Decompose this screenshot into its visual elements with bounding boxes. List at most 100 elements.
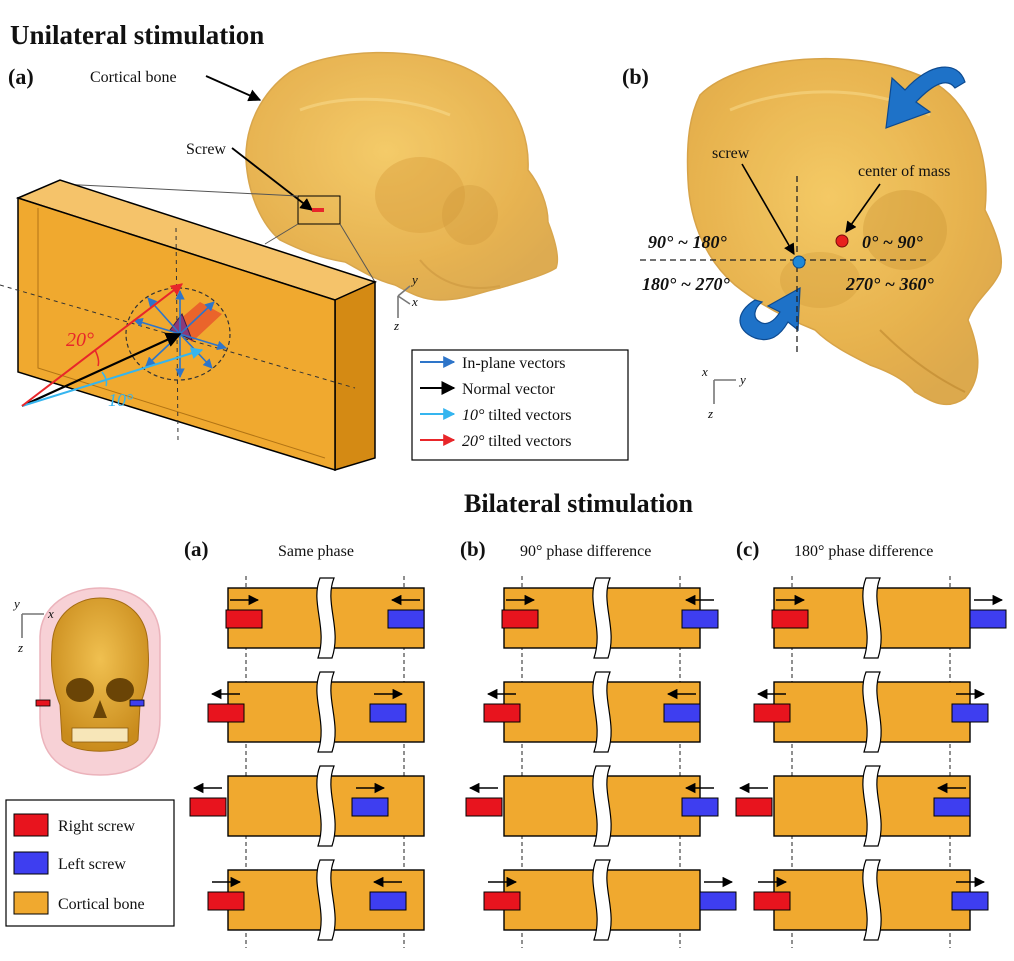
quadrant-180-270: 180° ~ 270° — [642, 274, 730, 294]
phase-cell — [771, 577, 1007, 659]
vector-legend-item: 10° tilted vectors — [420, 407, 572, 424]
screw-label-b: screw — [712, 145, 750, 162]
cortical-bone-pointer — [205, 75, 262, 102]
phase-cell — [501, 577, 719, 659]
unilateral-title: Unilateral stimulation — [10, 20, 264, 50]
phase-cell — [465, 765, 719, 847]
left-screw — [369, 891, 407, 911]
phase-cell — [753, 859, 989, 941]
axis-label-x: x — [47, 606, 54, 621]
screw-point-b — [792, 255, 806, 269]
screw-marker-a — [312, 208, 324, 212]
svg-text:20° tilted vectors: 20° tilted vectors — [462, 433, 572, 450]
bilateral-legend-item: Cortical bone — [13, 891, 145, 915]
panel-b-label: (b) — [622, 64, 649, 89]
vector-circle — [125, 287, 231, 381]
svg-text:Cortical bone: Cortical bone — [58, 896, 145, 913]
zoom-line — [264, 223, 299, 245]
center-of-mass-point — [835, 234, 849, 248]
angle-arc-20 — [94, 349, 100, 367]
axes-triad-bilateral — [21, 613, 44, 638]
center-of-mass-label: center of mass — [858, 163, 950, 180]
screw-label-a: Screw — [186, 141, 226, 158]
tilted-10-vector — [21, 347, 204, 407]
phase-cell — [207, 859, 425, 941]
left-screw — [681, 609, 719, 629]
angle-20-label: 20° — [66, 329, 94, 351]
axis-label-z: z — [393, 318, 399, 333]
left-screw — [951, 891, 989, 911]
center-of-mass-pointer — [845, 183, 881, 233]
axes-triad-a — [397, 285, 411, 318]
phase-cell — [753, 671, 989, 753]
right-screw — [189, 797, 227, 817]
right-screw — [483, 891, 521, 911]
bilateral-title: Bilateral stimulation — [464, 489, 693, 518]
right-screw — [207, 891, 245, 911]
svg-text:Right screw: Right screw — [58, 818, 135, 835]
axis-label-y: y — [738, 372, 746, 387]
zoom-line — [59, 183, 299, 197]
right-screw — [483, 703, 521, 723]
phase-cell — [225, 577, 425, 659]
vector-legend-item: 20° tilted vectors — [420, 433, 572, 450]
svg-text:In-plane vectors: In-plane vectors — [462, 355, 566, 372]
left-screw — [933, 797, 971, 817]
normal-vector — [21, 332, 182, 408]
right-screw — [753, 891, 791, 911]
right-screw — [207, 703, 245, 723]
skull-lateral-view-a — [245, 51, 559, 301]
screw-pointer-a — [231, 147, 313, 211]
column-c-label: (c) — [736, 537, 759, 561]
axes-triad-b — [713, 379, 736, 404]
axis-label-z: z — [707, 406, 713, 421]
angle-arc-10 — [101, 371, 108, 387]
left-screw — [351, 797, 389, 817]
phase-cell — [735, 765, 971, 847]
column-b-title: 90° phase difference — [520, 543, 651, 560]
tilted-20-vector — [21, 283, 183, 407]
phase-cell — [189, 765, 425, 847]
column-c-title: 180° phase difference — [794, 543, 933, 560]
left-screw — [951, 703, 989, 723]
right-screw — [225, 609, 263, 629]
right-screw — [501, 609, 539, 629]
left-screw — [387, 609, 425, 629]
phase-cell — [207, 671, 425, 753]
svg-text:Normal vector: Normal vector — [462, 381, 556, 398]
left-screw — [663, 703, 701, 723]
rotation-arrow-bottom — [739, 286, 801, 341]
quadrant-0-90: 0° ~ 90° — [862, 232, 923, 252]
cortical-bone-label: Cortical bone — [90, 69, 177, 86]
svg-text:Left screw: Left screw — [58, 856, 126, 873]
bilateral-phase-grid — [189, 576, 1007, 948]
left-screw — [699, 891, 737, 911]
panel-a-label: (a) — [8, 64, 34, 89]
phase-cell — [483, 671, 701, 753]
bilateral-legend-item: Right screw — [13, 813, 135, 837]
axis-label-x: x — [701, 364, 708, 379]
phase-cell — [483, 859, 737, 941]
screw-inset-box — [297, 195, 341, 225]
quadrant-90-180: 90° ~ 180° — [648, 232, 727, 252]
svg-text:10° tilted vectors: 10° tilted vectors — [462, 407, 572, 424]
right-screw — [753, 703, 791, 723]
axis-label-x: x — [411, 294, 418, 309]
right-screw — [771, 609, 809, 629]
column-a-title: Same phase — [278, 543, 354, 560]
left-screw — [681, 797, 719, 817]
vector-legend-item: Normal vector — [420, 381, 556, 398]
quadrant-270-360: 270° ~ 360° — [845, 274, 934, 294]
column-b-label: (b) — [460, 537, 486, 561]
rotation-arrow-top — [885, 66, 966, 129]
right-screw — [465, 797, 503, 817]
zoom-line — [339, 223, 376, 283]
right-screw — [735, 797, 773, 817]
column-a-label: (a) — [184, 537, 209, 561]
skull-front-view — [35, 587, 161, 776]
left-screw — [369, 703, 407, 723]
axis-label-z: z — [17, 640, 23, 655]
vector-legend-item: In-plane vectors — [420, 355, 566, 372]
bilateral-legend-item: Left screw — [13, 851, 126, 875]
